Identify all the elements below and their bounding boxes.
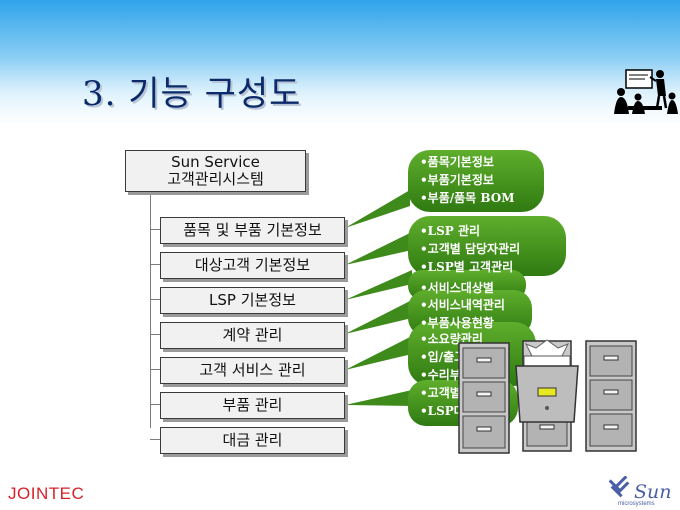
bubble-text-3: •서비스대상별 <box>420 279 494 297</box>
tree-branch-line <box>150 404 160 405</box>
tree-branch-line <box>150 264 160 265</box>
bubble-line: •서비스대상별 <box>420 281 494 295</box>
node-item-billing: 대금 관리 <box>160 427 345 454</box>
root-subtitle: 고객관리시스템 <box>167 170 264 188</box>
bubble-text-1: •품목기본정보 •부품기본정보 •부품/품목 BOM <box>420 153 515 207</box>
tree-branch-line <box>150 334 160 335</box>
node-item-parts-info: 품목 및 부품 기본정보 <box>160 217 345 244</box>
presenter-clipart-icon <box>614 69 678 114</box>
tree-branch-line <box>150 369 160 370</box>
filing-cabinet-icon <box>585 340 637 452</box>
sun-logo-subtext: microsystems <box>618 501 655 507</box>
jointec-logo: JOINTEC <box>8 484 85 503</box>
sun-logo-text: Sun <box>634 481 672 503</box>
tree-branch-line <box>150 229 160 230</box>
tree-branch-line <box>150 439 160 440</box>
tree-trunk-line <box>150 192 151 428</box>
open-drawer-cabinet-icon <box>515 339 579 423</box>
bubble-line: •품목기본정보 <box>420 155 494 169</box>
root-node: Sun Service 고객관리시스템 <box>125 150 306 192</box>
bubble-text-2: •LSP 관리 •고객별 담당자관리 •LSP별 고객관리 <box>420 222 520 276</box>
node-item-parts-mgmt: 부품 관리 <box>160 392 345 419</box>
root-title: Sun Service <box>171 153 260 171</box>
bubble-line: •부품사용현황 <box>420 316 494 330</box>
title-band <box>0 58 680 120</box>
bubble-line: •LSP 관리 <box>420 224 481 238</box>
sun-logo-icon: Sun <box>608 476 672 503</box>
bubble-line: •부품/품목 BOM <box>420 191 515 205</box>
node-item-customer-service: 고객 서비스 관리 <box>160 357 345 384</box>
bubble-line: •LSP별 고객관리 <box>420 260 514 274</box>
node-item-contract: 계약 관리 <box>160 322 345 349</box>
tree-branch-line <box>150 299 160 300</box>
node-item-lsp-info: LSP 기본정보 <box>160 287 345 314</box>
bubble-line: •고객별 담당자관리 <box>420 242 521 256</box>
page-title: 3. 기능 구성도 <box>82 74 302 114</box>
bubble-line: •서비스내역관리 <box>420 298 505 312</box>
bubble-line: •부품기본정보 <box>420 173 494 187</box>
filing-cabinet-icon <box>458 342 510 454</box>
bubble-text-4: •서비스내역관리 •부품사용현황 <box>420 296 505 332</box>
node-item-customer-info: 대상고객 기본정보 <box>160 252 345 279</box>
